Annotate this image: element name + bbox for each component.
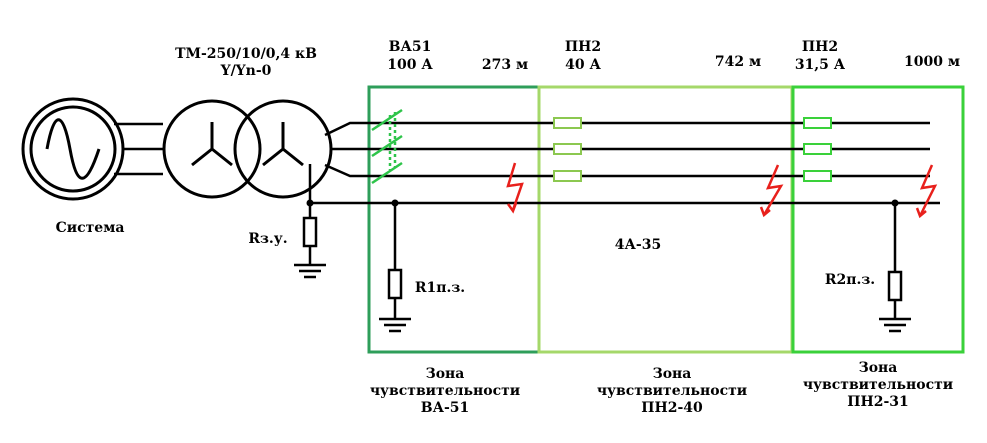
phase-lines — [380, 121, 930, 178]
fuse-pn2-31-symbol — [803, 117, 832, 182]
resistor-rzu-label: Rз.у. — [248, 231, 287, 247]
breaker-distance: 273 м — [482, 57, 528, 73]
fault-icon — [759, 164, 784, 218]
resistor-r2-label: R2п.з. — [825, 272, 875, 288]
breaker-va51-symbol — [371, 108, 403, 185]
fuse2-label-line2: 31,5 А — [795, 57, 846, 73]
fuse-pn2-40-symbol — [553, 117, 582, 182]
resistor-r1 — [387, 203, 403, 318]
secondary-wires — [324, 121, 380, 178]
breaker-label-line1: ВА51 — [389, 39, 432, 55]
zone-caption-va51-line3: ВА-51 — [421, 400, 470, 416]
breaker-label-line2: 100 А — [387, 57, 433, 73]
zone-caption-pn2-31-line2: чувствительности — [803, 377, 953, 393]
fuse1-label-line2: 40 А — [565, 57, 601, 73]
ground-icon — [379, 317, 411, 333]
zone-caption-va51-line2: чувствительности — [370, 383, 520, 399]
resistor-r1-label: R1п.з. — [415, 280, 465, 296]
cable-label: 4А-35 — [615, 237, 661, 253]
primary-wires — [114, 122, 163, 176]
zone-caption-pn2-40-line1: Зона — [653, 366, 692, 382]
zone-caption-pn2-40-line2: чувствительности — [597, 383, 747, 399]
fault-icon — [506, 162, 524, 214]
ground-icon — [879, 317, 911, 333]
fuse1-distance: 742 м — [715, 54, 761, 70]
transformer-symbol — [162, 99, 333, 199]
fuse1-label-line1: ПН2 — [565, 39, 601, 55]
resistor-rzu — [302, 216, 318, 264]
neutral-conductor — [308, 164, 940, 218]
fuse2-distance: 1000 м — [904, 54, 960, 70]
fuse2-label-line1: ПН2 — [802, 39, 838, 55]
ground-icon — [294, 263, 326, 279]
zone-caption-pn2-31-line3: ПН2-31 — [847, 394, 908, 410]
fault-icon — [915, 164, 938, 219]
zone-caption-pn2-31-line1: Зона — [859, 360, 898, 376]
zone-caption-pn2-40-line3: ПН2-40 — [641, 400, 703, 416]
resistor-r2 — [887, 203, 903, 318]
system-label: Система — [56, 220, 125, 236]
zone-caption-va51-line1: Зона — [426, 366, 465, 382]
transformer-label-line2: Y/Yn-0 — [220, 63, 272, 79]
zone-box-pn2-31 — [791, 85, 965, 354]
neutral-node — [306, 199, 314, 207]
transformer-label-line1: ТМ-250/10/0,4 кВ — [175, 46, 317, 62]
generator-symbol — [21, 97, 125, 201]
